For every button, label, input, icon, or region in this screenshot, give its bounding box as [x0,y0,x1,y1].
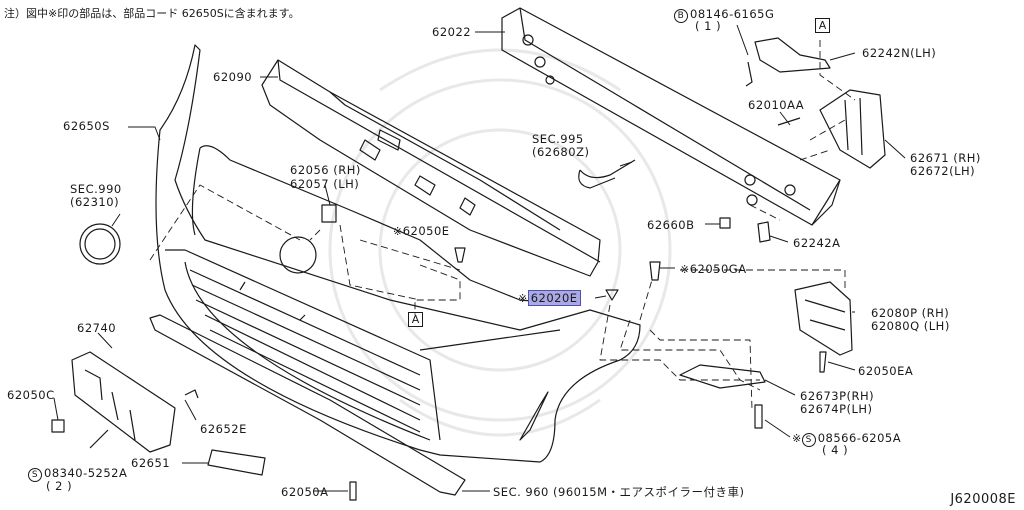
label-08146-qty: ( 1 ) [695,19,722,33]
watermark-emblem [328,48,672,437]
label-62050EA: 62050EA [858,364,914,378]
label-62674P: 62674P(LH) [800,402,873,416]
label-62056: 62056 (RH) [290,163,361,177]
emblem-62310 [79,223,121,265]
label-62050GA: ※62050GA [680,262,747,276]
label-sec990-sub: (62310) [70,195,120,209]
label-08340-qty: ( 2 ) [46,479,73,493]
label-62671: 62671 (RH) [910,151,981,165]
label-sec960: SEC. 960 (96015M・エアスポイラー付き車) [493,485,745,499]
diagram-code: J620008E [950,492,1016,507]
reinforcement-beam-62022 [501,7,841,226]
label-62672: 62672(LH) [910,164,976,178]
label-sec995: SEC.995 [532,132,584,146]
label-62660B: 62660B [647,218,695,232]
label-08566-qty: ( 4 ) [822,443,849,457]
label-sec990: SEC.990 [70,182,122,196]
bracket-62080P [794,281,853,356]
label-62050A: 62050A [281,485,329,499]
label-62022: 62022 [432,25,472,39]
leader-lines [53,24,906,492]
label-62090: 62090 [213,70,253,84]
bracket-62242N [754,37,831,73]
label-62650S: 62650S [63,119,110,133]
reference-box-a-center: A [408,312,423,327]
label-62652E: 62652E [200,422,247,436]
label-62242N: 62242N(LH) [862,46,937,60]
lower-spoiler-strip [149,314,466,496]
bracket-62673P [679,364,766,389]
label-62242A: 62242A [793,236,841,250]
highlighted-part-62020E[interactable]: 62020E [527,290,581,306]
label-62080Q: 62080Q (LH) [871,319,950,333]
label-sec995-sub: (62680Z) [532,145,590,159]
label-62050C: 62050C [7,388,55,402]
label-62673P: 62673P(RH) [800,389,875,403]
label-62050E: ※62050E [393,224,450,238]
energy-absorber-62090 [261,59,601,277]
label-62740: 62740 [77,321,117,335]
label-62010AA: 62010AA [748,98,805,112]
reference-box-a-top: A [815,18,830,33]
parts-note: 注）図中※印の部品は、部品コード 62650Sに含まれます。 [4,7,300,20]
label-62057: 62057 (LH) [290,177,360,191]
license-bracket-62740 [71,351,176,453]
label-62651: 62651 [131,456,171,470]
label-62080P: 62080P (RH) [871,306,950,320]
side-bracket-62671 [819,89,886,169]
bumper-fascia-62650S [155,44,641,463]
dashed-lines [149,40,856,411]
label-62020E: ※62020E [518,290,581,306]
